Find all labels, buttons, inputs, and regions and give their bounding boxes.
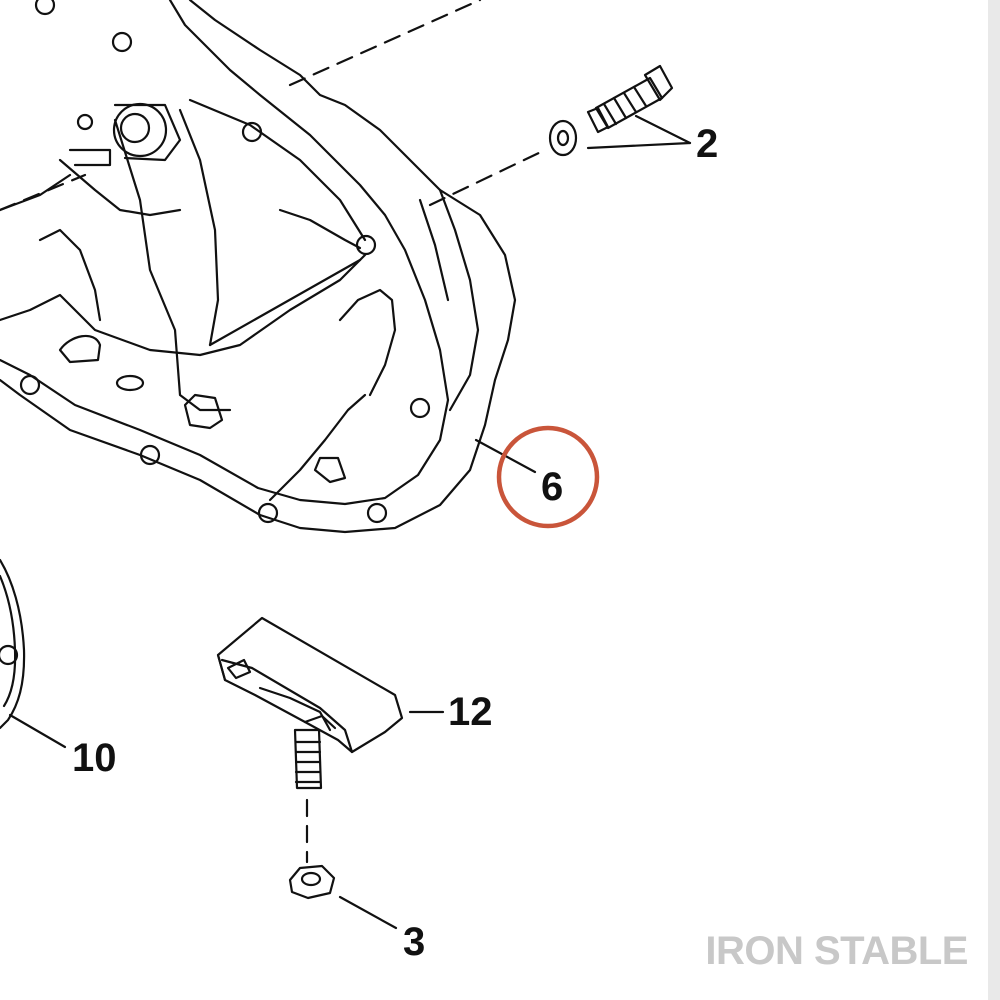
nut-part-3 xyxy=(288,864,336,900)
bolt-part-2 xyxy=(548,64,674,157)
assembly-lines xyxy=(0,0,547,864)
callout-6: 6 xyxy=(541,465,563,509)
right-edge-strip xyxy=(988,0,1000,1000)
screw xyxy=(293,728,323,790)
gasket-fragment xyxy=(0,558,26,730)
leader-lines xyxy=(8,114,692,930)
callout-3: 3 xyxy=(403,920,425,964)
callout-10: 10 xyxy=(72,736,117,780)
watermark-text: IRON STABLE xyxy=(705,929,968,973)
callout-2: 2 xyxy=(696,122,718,166)
primary-cover-housing xyxy=(0,0,517,534)
highlight-circle xyxy=(496,425,600,529)
callout-12: 12 xyxy=(448,690,493,734)
bracket-part-12 xyxy=(216,616,404,754)
